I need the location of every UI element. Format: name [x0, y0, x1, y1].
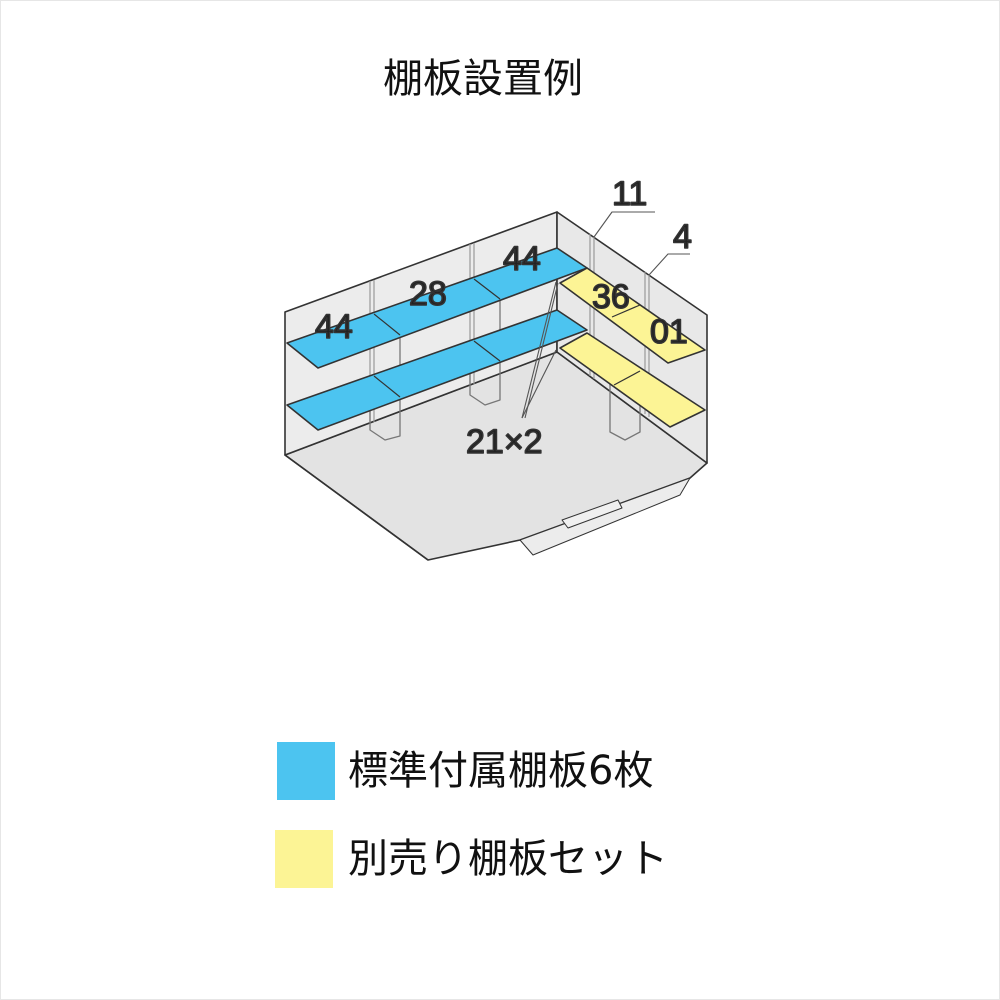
page-title: 棚板設置例 — [383, 56, 583, 102]
door-threshold — [561, 499, 623, 529]
label-yellow-shelf: 36 — [592, 278, 630, 316]
yellow-shelf-top — [559, 267, 706, 364]
label-corner-part: 11 — [612, 175, 647, 213]
leader-lines — [521, 211, 690, 419]
door-step — [519, 477, 691, 556]
blue-shelf-bottom — [286, 309, 588, 431]
label-posts: 21×2 — [466, 423, 543, 461]
legend-label-standard: 標準付属棚板6枚 — [348, 748, 654, 794]
shelf-uprights — [369, 295, 641, 441]
label-shelf-left: 44 — [315, 308, 353, 346]
legend-swatch-standard — [277, 742, 335, 800]
label-shelf-middle: 28 — [409, 275, 447, 313]
legend-label-optional: 別売り棚板セット — [348, 836, 668, 882]
legend-swatch-optional — [275, 830, 333, 888]
label-yellow-shelf-right: 01 — [650, 313, 688, 351]
label-right-post: 4 — [673, 218, 692, 256]
label-shelf-right: 44 — [503, 240, 541, 278]
yellow-shelf-bottom — [559, 332, 706, 428]
